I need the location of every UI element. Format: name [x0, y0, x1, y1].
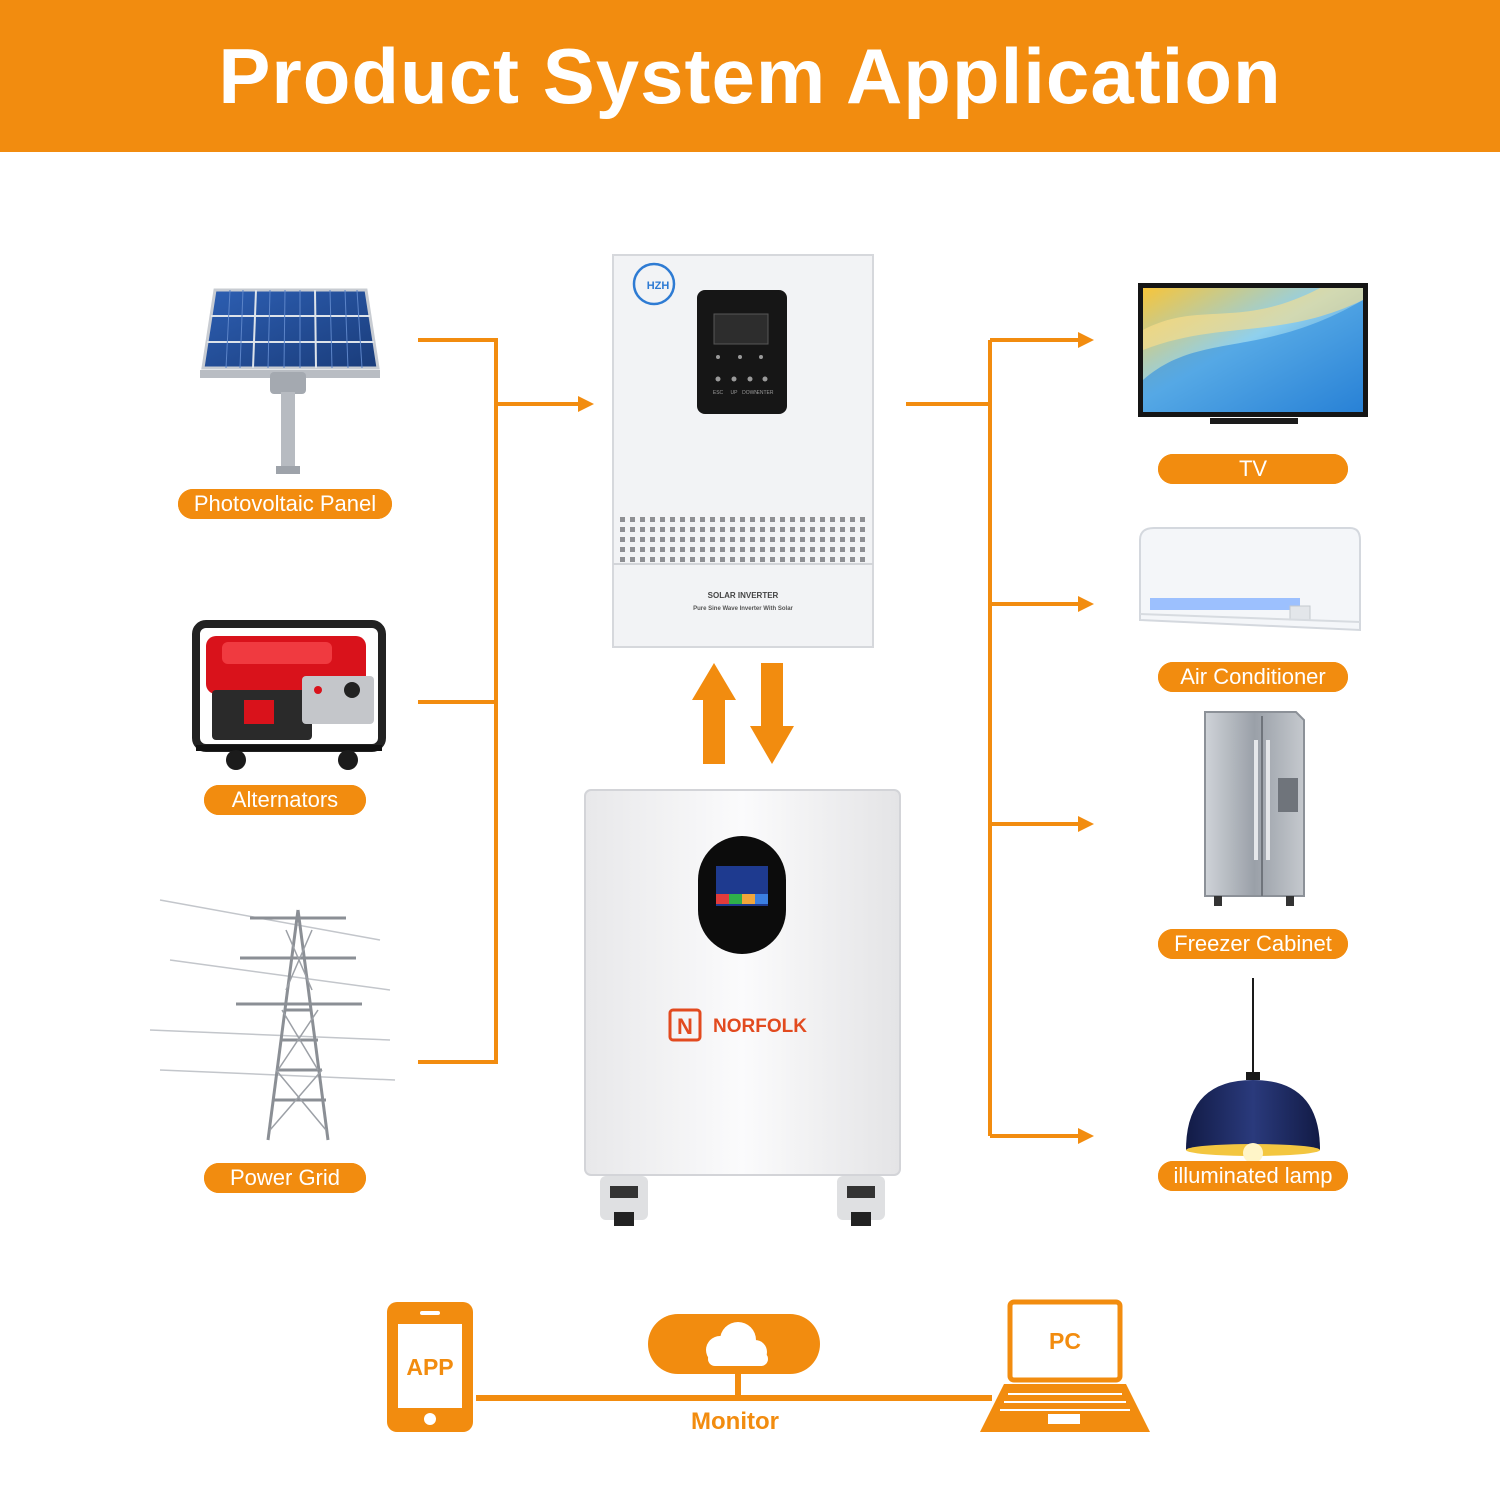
load-arrowheads — [1078, 332, 1094, 1144]
tv-icon — [1138, 283, 1368, 424]
inverter-btn-up: UP — [731, 390, 739, 396]
arrow-to-inverter — [578, 396, 594, 412]
label-air-conditioner: Air Conditioner — [1158, 662, 1348, 692]
battery-unit — [584, 789, 901, 1226]
label-illuminated-lamp: illuminated lamp — [1158, 1161, 1348, 1191]
label-tv: TV — [1158, 454, 1348, 484]
inverter-brand: HZH — [647, 280, 670, 292]
refrigerator-icon — [1204, 711, 1305, 906]
title-banner: Product System Application — [0, 0, 1500, 152]
label-power-grid: Power Grid — [204, 1163, 366, 1193]
monitor-label: Monitor — [691, 1408, 779, 1435]
generator-icon — [192, 620, 386, 770]
inverter-unit — [612, 254, 874, 648]
battery-brand: NORFOLK — [713, 1016, 807, 1037]
solar-panel-icon — [200, 288, 380, 474]
arrow-up-icon — [692, 663, 736, 764]
battery-logo-letter: N — [677, 1014, 693, 1039]
air-conditioner-icon — [1139, 527, 1361, 632]
phone-icon — [387, 1302, 473, 1432]
source-connectors — [418, 338, 580, 1064]
app-label: APP — [406, 1354, 453, 1380]
label-photovoltaic-panel: Photovoltaic Panel — [178, 489, 392, 519]
cloud-icon — [648, 1314, 820, 1374]
arrow-down-icon — [750, 663, 794, 764]
label-alternators: Alternators — [204, 785, 366, 815]
inverter-subtitle: Pure Sine Wave Inverter With Solar — [693, 606, 793, 612]
power-tower-icon — [149, 899, 396, 1141]
load-connectors — [906, 338, 1080, 1138]
laptop-icon — [980, 1299, 1150, 1432]
inverter-vent-grille — [620, 517, 865, 562]
inverter-btn-enter: ENTER — [757, 390, 774, 396]
label-freezer-cabinet: Freezer Cabinet — [1158, 929, 1348, 959]
monitor-network — [476, 1372, 992, 1401]
inverter-btn-esc: ESC — [713, 390, 724, 396]
inverter-model-text: SOLAR INVERTER — [708, 591, 779, 600]
page-title: Product System Application — [218, 31, 1282, 120]
pc-label: PC — [1049, 1328, 1081, 1354]
inverter-btn-down: DOWN — [742, 390, 758, 396]
lamp-icon — [1186, 978, 1320, 1163]
bidirectional-arrows — [692, 663, 794, 764]
